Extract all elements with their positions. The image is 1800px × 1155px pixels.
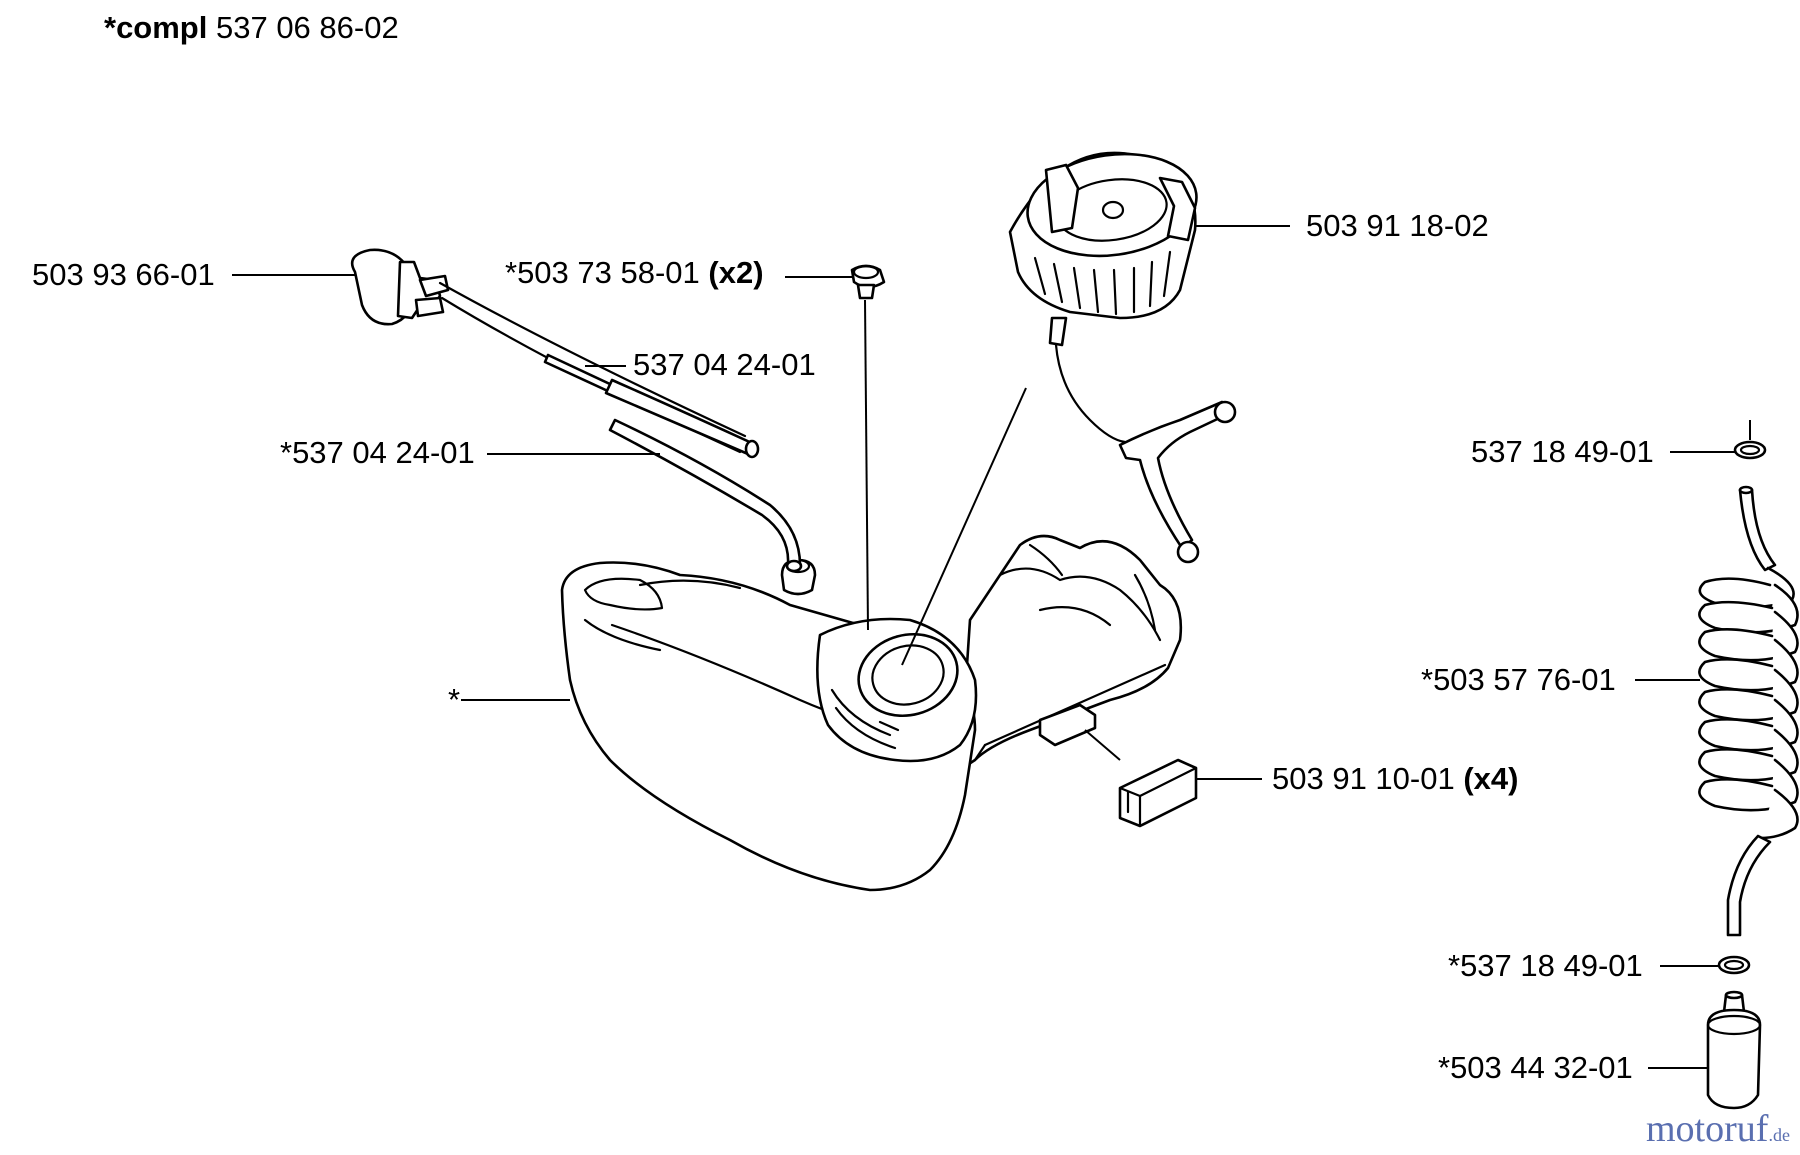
label-o-ring-bottom: *537 18 49-01 bbox=[1448, 948, 1643, 983]
primer-bulb-drawing bbox=[350, 248, 869, 631]
label-o-ring-top: 537 18 49-01 bbox=[1471, 434, 1654, 469]
label-rubber-pad: 503 91 10-01 (x4) bbox=[1272, 761, 1518, 797]
spiral-hose-drawing bbox=[1698, 420, 1799, 1110]
label-hose-lower: *537 04 24-01 bbox=[280, 435, 475, 470]
watermark-text: motoruf bbox=[1646, 1108, 1769, 1150]
grommet-drawing bbox=[850, 264, 886, 300]
watermark-logo: motoruf.de bbox=[1646, 1107, 1790, 1151]
leader-lines bbox=[232, 225, 1735, 1069]
label-fuel-filter: *503 44 32-01 bbox=[1438, 1050, 1633, 1085]
label-rubber-pad-number: 503 91 10-01 bbox=[1272, 761, 1455, 796]
title-number: 537 06 86-02 bbox=[215, 10, 399, 45]
fuel-tank-drawing bbox=[560, 534, 1183, 892]
label-primer-bulb: 503 93 66-01 bbox=[32, 257, 215, 292]
label-grommet: *503 73 58-01 (x2) bbox=[505, 255, 764, 291]
label-hose-upper: 537 04 24-01 bbox=[633, 347, 816, 382]
label-spiral-hose: *503 57 76-01 bbox=[1421, 662, 1616, 697]
label-grommet-number: *503 73 58-01 bbox=[505, 255, 700, 290]
watermark-suffix: .de bbox=[1768, 1125, 1790, 1145]
label-fuel-cap: 503 91 18-02 bbox=[1306, 208, 1489, 243]
rubber-pad-drawing bbox=[1084, 729, 1198, 828]
label-grommet-qty: (x2) bbox=[708, 255, 764, 290]
assembly-title: *compl 537 06 86-02 bbox=[104, 10, 399, 46]
title-prefix: *compl bbox=[104, 10, 208, 45]
label-tank: * bbox=[448, 682, 461, 717]
label-rubber-pad-qty: (x4) bbox=[1463, 761, 1519, 796]
fuel-cap-drawing bbox=[901, 151, 1237, 666]
